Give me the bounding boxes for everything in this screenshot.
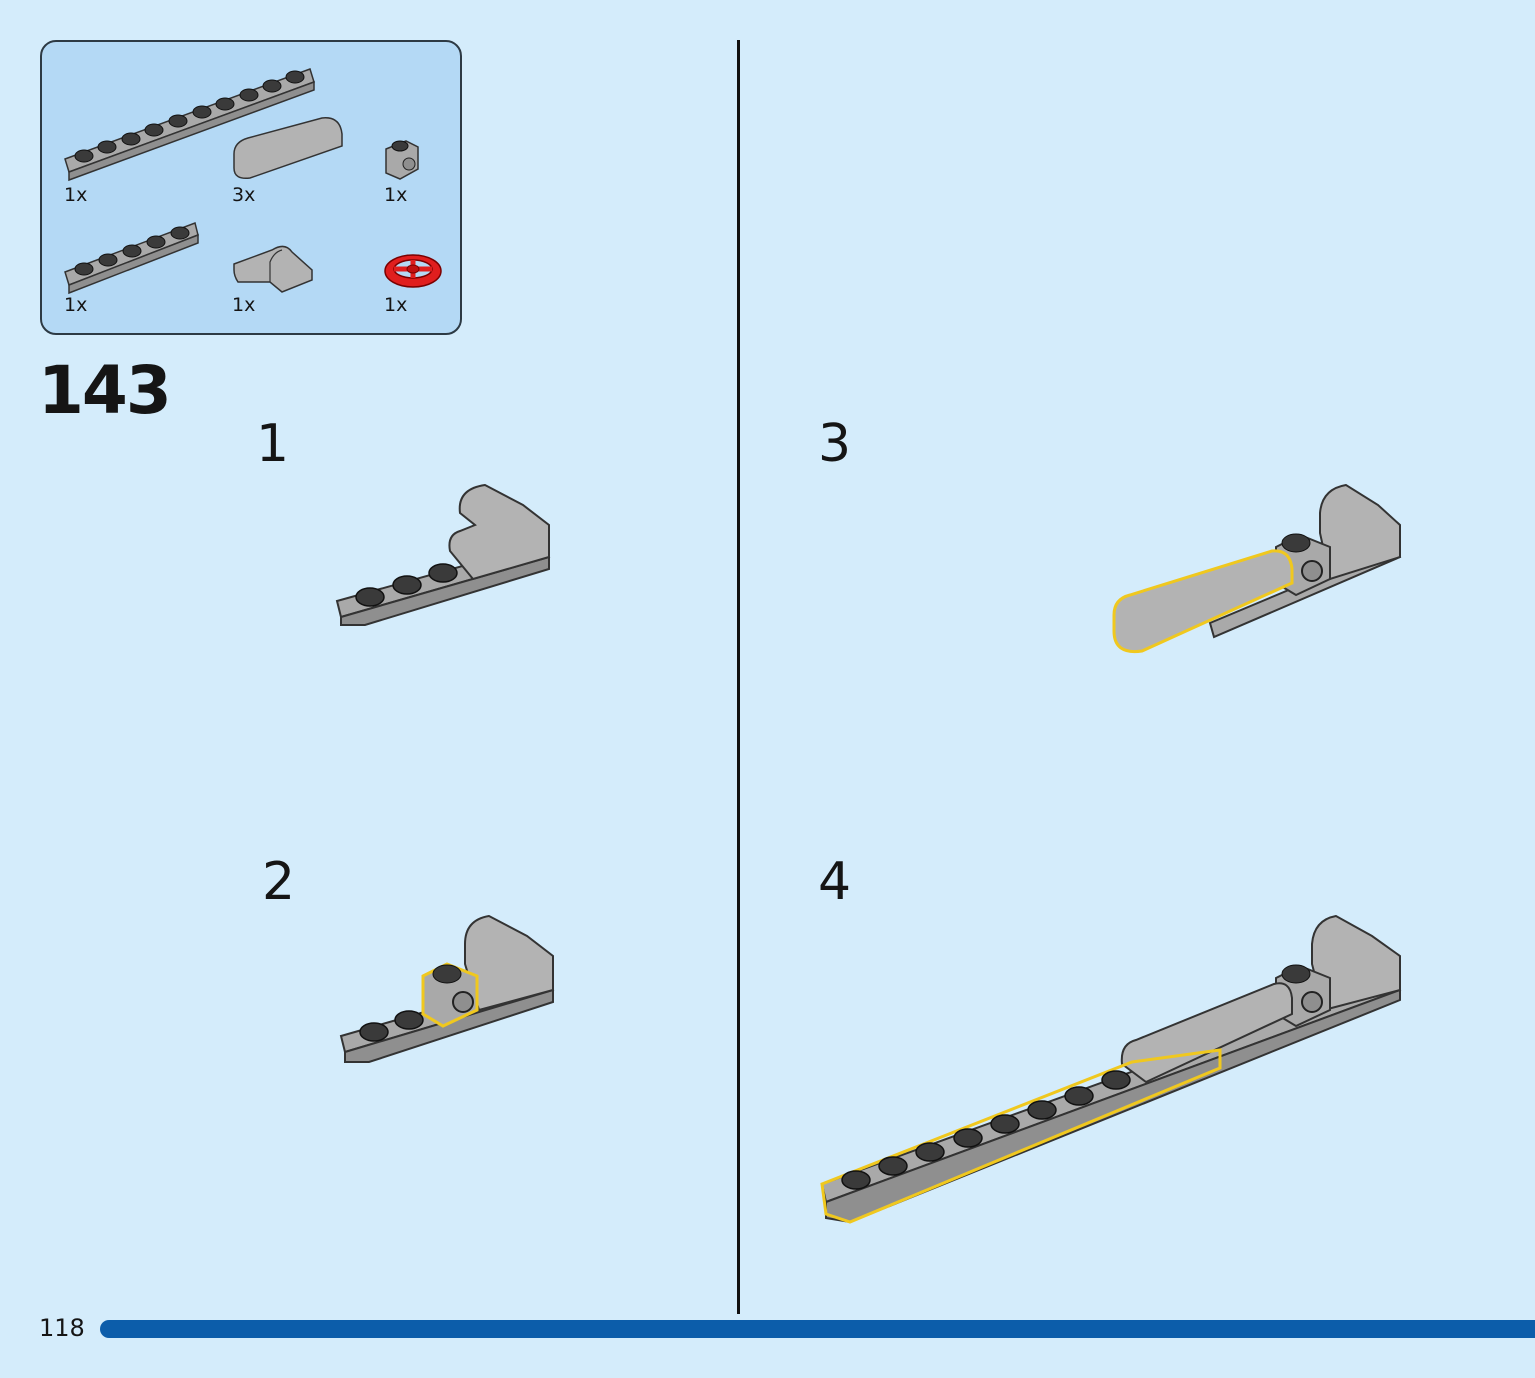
progress-bar — [100, 1320, 1535, 1338]
parts-list-box: 1x 3x 1x 1x 1x 1x — [40, 40, 462, 335]
substep-2-model — [339, 914, 555, 1063]
curved-slope-part — [233, 117, 343, 180]
substep-number: 1 — [256, 414, 290, 474]
part-qty: 1x — [64, 184, 88, 206]
substep-number: 3 — [818, 414, 852, 474]
plate-1x5-part — [64, 222, 199, 295]
substep-number: 2 — [262, 852, 296, 912]
part-qty: 1x — [384, 294, 408, 316]
page-number: 118 — [39, 1314, 85, 1342]
part-qty: 1x — [64, 294, 88, 316]
curved-corner-part — [233, 245, 313, 293]
steering-wheel-part — [384, 254, 442, 288]
substep-number: 4 — [818, 852, 852, 912]
part-qty: 1x — [232, 294, 256, 316]
column-divider — [737, 40, 740, 1314]
substep-1-model — [335, 483, 551, 626]
step-number: 143 — [38, 352, 172, 429]
substep-4-model — [820, 914, 1402, 1224]
plate-1x10-part — [64, 68, 315, 182]
brick-1x1-stud-part — [385, 140, 419, 180]
substep-3-model — [1112, 483, 1402, 654]
part-qty: 1x — [384, 184, 408, 206]
part-qty: 3x — [232, 184, 256, 206]
